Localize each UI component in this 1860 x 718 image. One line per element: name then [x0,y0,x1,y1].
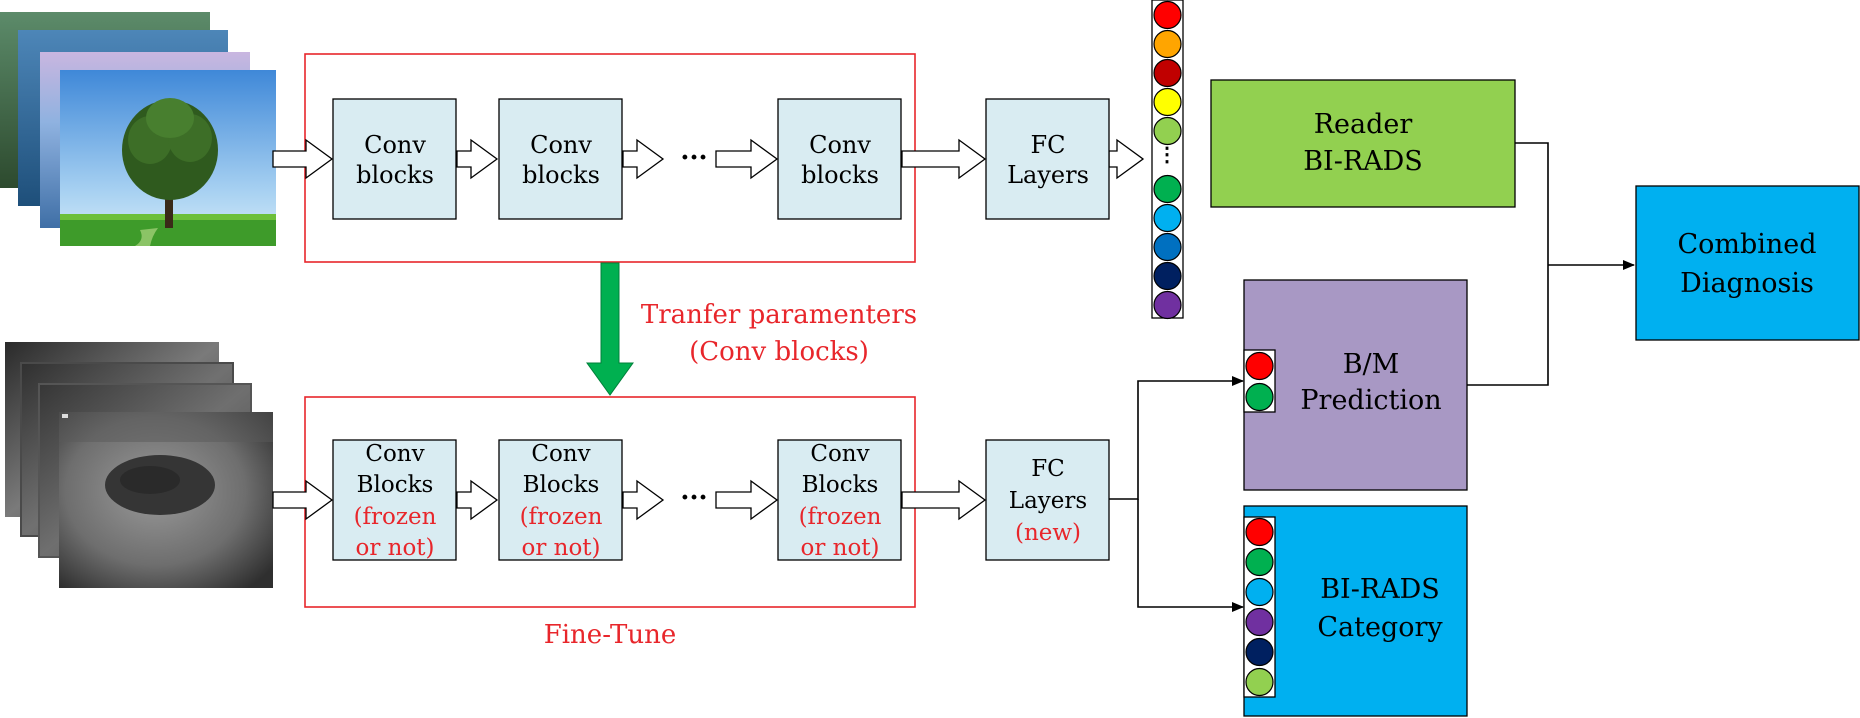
bm-label: B/M [1343,349,1400,380]
tree-photo [60,70,276,246]
bottom-flow-arrows [272,479,987,521]
output-connectors [1109,376,1244,612]
connector-reader-bm-join [1467,142,1549,386]
conv-block: Conv blocks [777,98,902,220]
birads-category-box: BI-RADS Category [1243,505,1468,717]
output-dot [1153,261,1182,291]
flow-arrow [901,479,987,521]
reader-label: BI-RADS [1303,146,1423,177]
conv-block-label: Conv [364,131,426,159]
conv-block-label: blocks [801,161,879,189]
output-dot [1245,517,1274,547]
birads-label: Category [1317,612,1443,643]
conv-block-note: or not) [355,535,434,561]
flow-arrow [1108,138,1145,180]
combined-label: Combined [1677,229,1816,260]
output-dot [1153,116,1182,146]
connector-to-birads [1137,499,1244,612]
output-dot [1245,667,1274,697]
conv-block-label: Blocks [802,472,879,498]
conv-block-label: Conv [809,131,871,159]
bm-prediction-box: B/M Prediction [1243,279,1468,491]
bm-label: Prediction [1300,385,1441,416]
conv-block-label: Conv [530,131,592,159]
conv-block-finetune: Conv Blocks (frozen or not) [777,439,902,561]
fc-note: (new) [1015,520,1081,546]
output-dot [1245,382,1274,412]
output-dot [1245,547,1274,577]
conv-block-note: (frozen [799,504,882,530]
flow-arrow [901,138,987,180]
conv-block-label: Conv [531,441,590,467]
combine-connectors [1467,142,1635,386]
conv-block-label: Conv [365,441,424,467]
fc-label: Layers [1007,161,1089,189]
ultrasound-image-stack [5,342,273,588]
dots-ellipsis: ⋮ [1157,142,1177,166]
conv-block-note: or not) [800,535,879,561]
ellipsis: ··· [680,483,707,513]
ultrasound-image-main [59,412,273,588]
conv-block: Conv blocks [498,98,623,220]
output-dot [1245,577,1274,607]
conv-block-label: Blocks [523,472,600,498]
fc-layers-new-block: FC Layers (new) [985,439,1110,561]
connector-to-bm [1109,376,1244,500]
output-dot [1153,203,1182,233]
transfer-label: (Conv blocks) [689,337,869,367]
flow-arrow [715,479,779,521]
conv-block-finetune: Conv Blocks (frozen or not) [498,439,623,561]
combined-diagnosis-box: Combined Diagnosis [1635,185,1860,341]
conv-block-note: (frozen [354,504,437,530]
fc-layers-block: FC Layers [985,98,1110,220]
conv-block-label: blocks [522,161,600,189]
fc-label: FC [1030,131,1065,159]
output-dot [1153,174,1182,204]
transfer-arrow [586,262,634,396]
conv-block: Conv blocks [332,98,457,220]
conv-block-note: or not) [521,535,600,561]
conv-block-note: (frozen [520,504,603,530]
output-vector: ⋮ [1151,0,1184,320]
conv-block-label: blocks [356,161,434,189]
flow-arrow [622,479,665,521]
output-dot [1153,232,1182,262]
combined-label: Diagnosis [1680,268,1814,299]
flow-arrow [622,138,665,180]
conv-block-finetune: Conv Blocks (frozen or not) [332,439,457,561]
flow-arrow [715,138,779,180]
output-dot [1245,607,1274,637]
conv-block-label: Conv [810,441,869,467]
finetune-label: Fine-Tune [544,620,677,650]
top-flow-arrows [272,138,1145,180]
flow-arrow [272,138,334,180]
flow-arrow [456,479,499,521]
fc-label: Layers [1009,488,1087,514]
output-dot [1153,0,1182,30]
output-dot [1153,290,1182,320]
ellipsis: ··· [680,143,707,173]
output-dot [1245,637,1274,667]
output-dot [1153,29,1182,59]
birads-label: BI-RADS [1320,574,1440,605]
natural-image-stack [0,12,276,246]
flow-arrow [272,479,334,521]
output-dot [1153,87,1182,117]
output-dot [1153,58,1182,88]
output-dot [1245,351,1274,381]
reader-label: Reader [1314,109,1413,140]
fc-label: FC [1031,456,1065,482]
conv-block-label: Blocks [357,472,434,498]
flow-arrow [456,138,499,180]
reader-birads-box: Reader BI-RADS [1210,79,1516,208]
transfer-label: Tranfer paramenters [641,300,917,330]
